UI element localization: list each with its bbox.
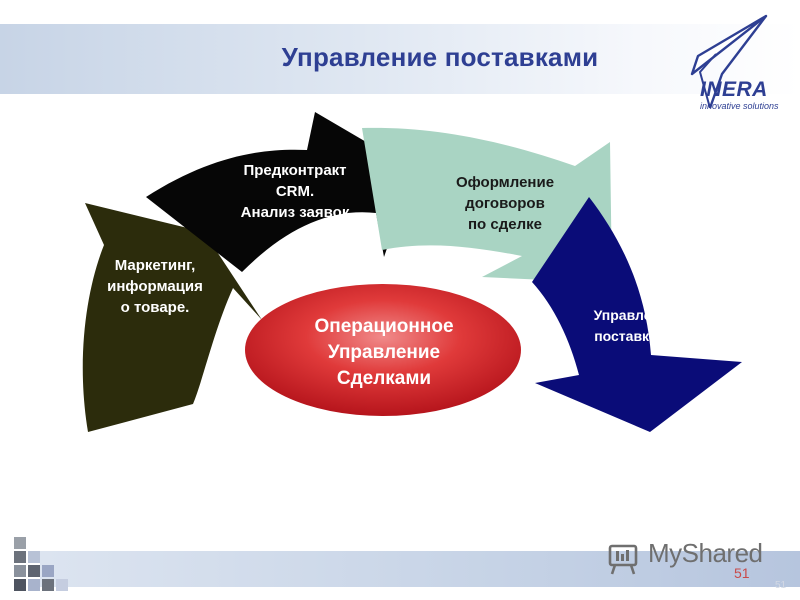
arrow-contracts	[362, 127, 612, 284]
footer-band	[40, 551, 800, 587]
page-number-ghost: 51	[775, 580, 787, 591]
slide-title: Управление поставками	[281, 42, 599, 72]
mosaic-icon	[14, 537, 70, 593]
logo-brand: INERA	[700, 78, 768, 101]
center-label: Операционное Управление Сделками	[314, 316, 454, 389]
step-label-marketing: Маркетинг, информация о товаре.	[107, 257, 203, 316]
arrow-precontract	[146, 112, 414, 272]
step-label-contracts: Оформление договоров по сделке	[455, 174, 555, 233]
watermark-icon	[608, 544, 638, 575]
logo-tagline: innovative solutions	[700, 101, 779, 111]
step-label-precontract: Предконтракт CRM. Анализ заявок	[240, 162, 350, 221]
arrow-marketing	[82, 203, 263, 432]
page-number: 51	[734, 565, 750, 581]
title-band	[0, 24, 800, 94]
center-ellipse	[245, 284, 521, 416]
watermark-text: MyShared	[648, 538, 763, 568]
arrow-supply	[532, 197, 742, 432]
step-label-supply: Управление поставками	[593, 307, 677, 344]
logo-icon	[690, 14, 768, 109]
